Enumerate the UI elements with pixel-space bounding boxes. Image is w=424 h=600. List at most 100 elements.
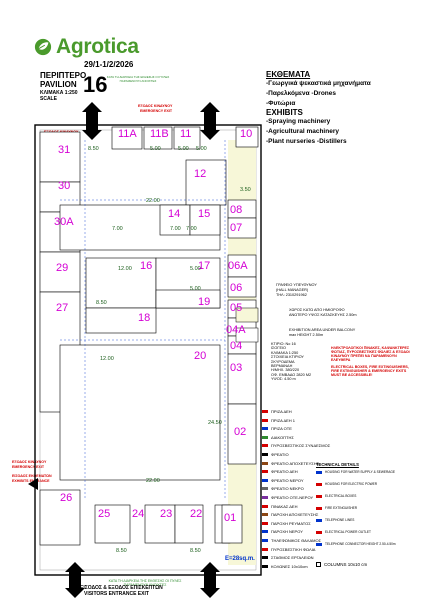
stand-label-03: 03 [230,362,243,374]
legend-item: ΣΤΑΘΜΟΣ ΕΡΓΑΛΕΙΩΝ [262,555,314,560]
dimension-label: 8.50 [88,146,99,152]
legend-item: ΠΥΡΟΣΒΕΣΤΙΚΟΣ ΣΥΝΔΕΣΜΟΣ [262,443,330,448]
legend-label: ΚΟΛΩΝΕΣ 10x10cm [271,563,308,569]
pavilion-label-gr: ΠΕΡΙΠΤΕΡΟ [40,71,87,80]
legend-swatch-icon [262,539,268,542]
dimension-label: 7.00 [186,226,197,232]
tech-legend-label: TELEPHONE LINES [325,518,355,522]
stand-label-14: 14 [168,208,181,220]
column-square-icon [316,562,321,567]
legend-label: ΠΥΡΟΣΒΕΣΤΙΚΗ ΦΩΛΙΑ [271,546,316,552]
legend-swatch-icon [262,513,268,517]
tech-legend-label: TELEPHONE CONNECTOR HEIGHT 2.50-4.50m [325,542,396,546]
legend-swatch-icon [262,461,268,465]
tech-legend-item: TELEPHONE CONNECTOR HEIGHT 2.50-4.50m [316,542,396,546]
exhibit-en-3: -Plant nurseries -Distillers [266,138,347,145]
exit-arrow-left [28,478,38,490]
dimension-label: 22.00 [146,198,160,204]
columns-legend: COLUMNS 10x10 cm [316,562,367,567]
legend-swatch-icon [262,410,268,413]
stand-20 [59,344,221,481]
stand-label-18: 18 [138,312,151,324]
building-info-line: ΣΚΥΡΟΔΕΜΑ [271,359,295,364]
exhibit-en-2: -Agricultural machinery [266,128,339,135]
stands-layer [39,126,259,546]
event-dates: 29/1-1/2/2026 [84,60,134,69]
exit-arrow-bottom-left [65,562,85,572]
legend-item: ΦΡΕΑΤΙΟ ΝΕΚΡΟ [262,486,304,491]
building-info-line: ΚΤΙΡΙΟ: Νο 16 [271,342,296,346]
legend-swatch-icon [262,504,268,508]
dimension-label: 5.00 [178,146,189,152]
tech-legend-icon [316,518,322,522]
stand-01 [221,504,243,544]
emergency-exit-left-en: EMERGENCY EXIT [12,465,45,469]
balcony-gr-a: ΧΩΡΟΣ ΚΑΤΩ ΑΠΟ ΗΜΙΟΡΟΦΟ [289,308,345,312]
stand-label-17: 17 [198,260,211,272]
exhibits-title-gr: ΕΚΘΕΜΑΤΑ [266,70,311,79]
exhibit-en-1: -Spraying machinery [266,118,331,125]
building-info-line: ΙΣΟΓΕΙΟ [271,346,286,351]
dimension-label: 5.00 [150,146,161,152]
tech-legend-label: FIRE EXTINGUISHER [325,506,358,510]
pavilion-number: 16 [83,72,108,97]
exit-arrow-top-right [200,102,220,112]
stand-24 [144,504,176,544]
red-note-en: ELECTRICAL BOXES, FIRE EXTINGUISHERS, FI… [331,365,409,377]
tech-legend-item: ELECTRICAL BOXES [316,494,356,498]
stand-07 [227,217,257,239]
stand-16 [85,257,157,309]
building-info-line: ΟΦ. ΕΜΒΑΔΟ 2820 Μ2 [271,372,312,377]
legend-label: ΠΥΡΟΣΒΕΣΤΙΚΟΣ ΣΥΝΔΕΣΜΟΣ [271,443,331,449]
building-info-line: ΣΤΟΙΧΕΙΑ ΚΤΙΡΙΟΥ [271,355,304,360]
tech-legend-label: HOUSING FOR ELECTRIC POWER [325,482,378,486]
dimension-label: 5.00 [196,146,207,152]
legend-label: ΦΡΕΑΤΙΟ ΔΕΗ [271,469,298,475]
stand-label-12: 12 [194,168,207,180]
tech-legend-item: HOUSING FOR WATER SUPPLY & SEWERAGE [316,470,395,474]
exhibits-title-en: EXHIBITS [266,108,303,117]
emergency-exit-top-gr: ΕΞΟΔΟΣ ΚΙΝΔΥΝΟΥ [138,104,173,108]
legend-item: ΠΑΡΟΧΗ ΝΕΡΟΥ [262,529,303,534]
legend-label: ΠΑΡΟΧΗ ΑΠΟΧΕΤΕΥΣΗΣ [271,512,319,518]
legend-label: ΦΡΕΑΤΙΟ ΝΕΚΡΟ [271,486,304,492]
exit-arrows [65,102,220,598]
legend-label: ΦΡΕΑΤΙΟ ΑΠΟΧΕΤΕΥΣΗΣ [271,460,320,466]
stand-15 [189,204,221,236]
legend-label: ΔΙΑΚΟΠΤΗΣ [271,434,294,440]
gates-note-bottom: ΚΑΤΑ ΤΗ ΔΙΑΡΚΕΙΑ ΤΗΣ ΕΚΘΕΣΗΣ ΟΙ ΠΥΛΕΣ ΠΑ… [108,579,182,587]
stand-label-29: 29 [56,262,69,274]
stand-label-06: 06 [230,282,243,294]
balcony-gr-b: ΑΝΩΤΕΡΟ ΥΨΟΣ ΚΑΤΑΣΚΕΥΗΣ 2.50m [289,313,357,317]
stand-label-30a: 30A [54,216,74,228]
legend-item: ΚΟΛΩΝΕΣ 10x10cm [262,564,308,569]
stand-label-11a: 11A [118,128,137,140]
dimension-label: 22.00 [146,478,160,484]
legend-item: ΠΑΡΟΧΗ ΡΕΥΜΑΤΟΣ [262,521,311,526]
legend-item: ΠΥΡΟΣΒΕΣΤΙΚΗ ΦΩΛΙΑ [262,547,315,552]
stand-02 [227,403,257,465]
legend-item: ΦΡΕΑΤΙΟ ΟΤΕ-ΝΕΡΟΥ [262,495,313,500]
tech-legend-item: HOUSING FOR ELECTRIC POWER [316,482,377,486]
legend-label: ΠΑΡΟΧΗ ΡΕΥΜΑΤΟΣ [271,520,311,526]
stand-label-01: 01 [224,512,237,524]
exhibit-gr-2: -Παρελκόμενα -Drones [266,90,336,97]
legend-swatch-icon [262,487,268,491]
legend-item: ΔΙΑΚΟΠΤΗΣ [262,435,294,440]
dimension-label: 24.50 [208,420,222,426]
exhibition-under-balcony-swatch [235,327,259,343]
tech-legend-label: HOUSING FOR WATER SUPPLY & SEWERAGE [325,470,396,474]
stand-06 [227,276,257,298]
stand-label-19: 19 [198,296,211,308]
stand-label-06a: 06A [228,260,248,272]
area-label: E=28sq.m. [225,556,255,562]
dimension-label: 12.00 [118,266,132,272]
office-label-en: (HALL MANAGER) [276,288,309,292]
office-label-gr: ΓΡΑΦΕΙΟ ΥΠΕΥΘΥΝΟΥ [276,283,317,287]
visitors-entrance-en: VISITORS ENTRANCE EXIT [84,591,149,597]
dimension-label: 5.00 [190,286,201,292]
stand-31 [39,131,81,183]
legend-item: ΠΡΙΖΑ ΟΤΕ [262,426,292,431]
stand-label-24: 24 [132,508,145,520]
stand-label-23: 23 [160,508,173,520]
